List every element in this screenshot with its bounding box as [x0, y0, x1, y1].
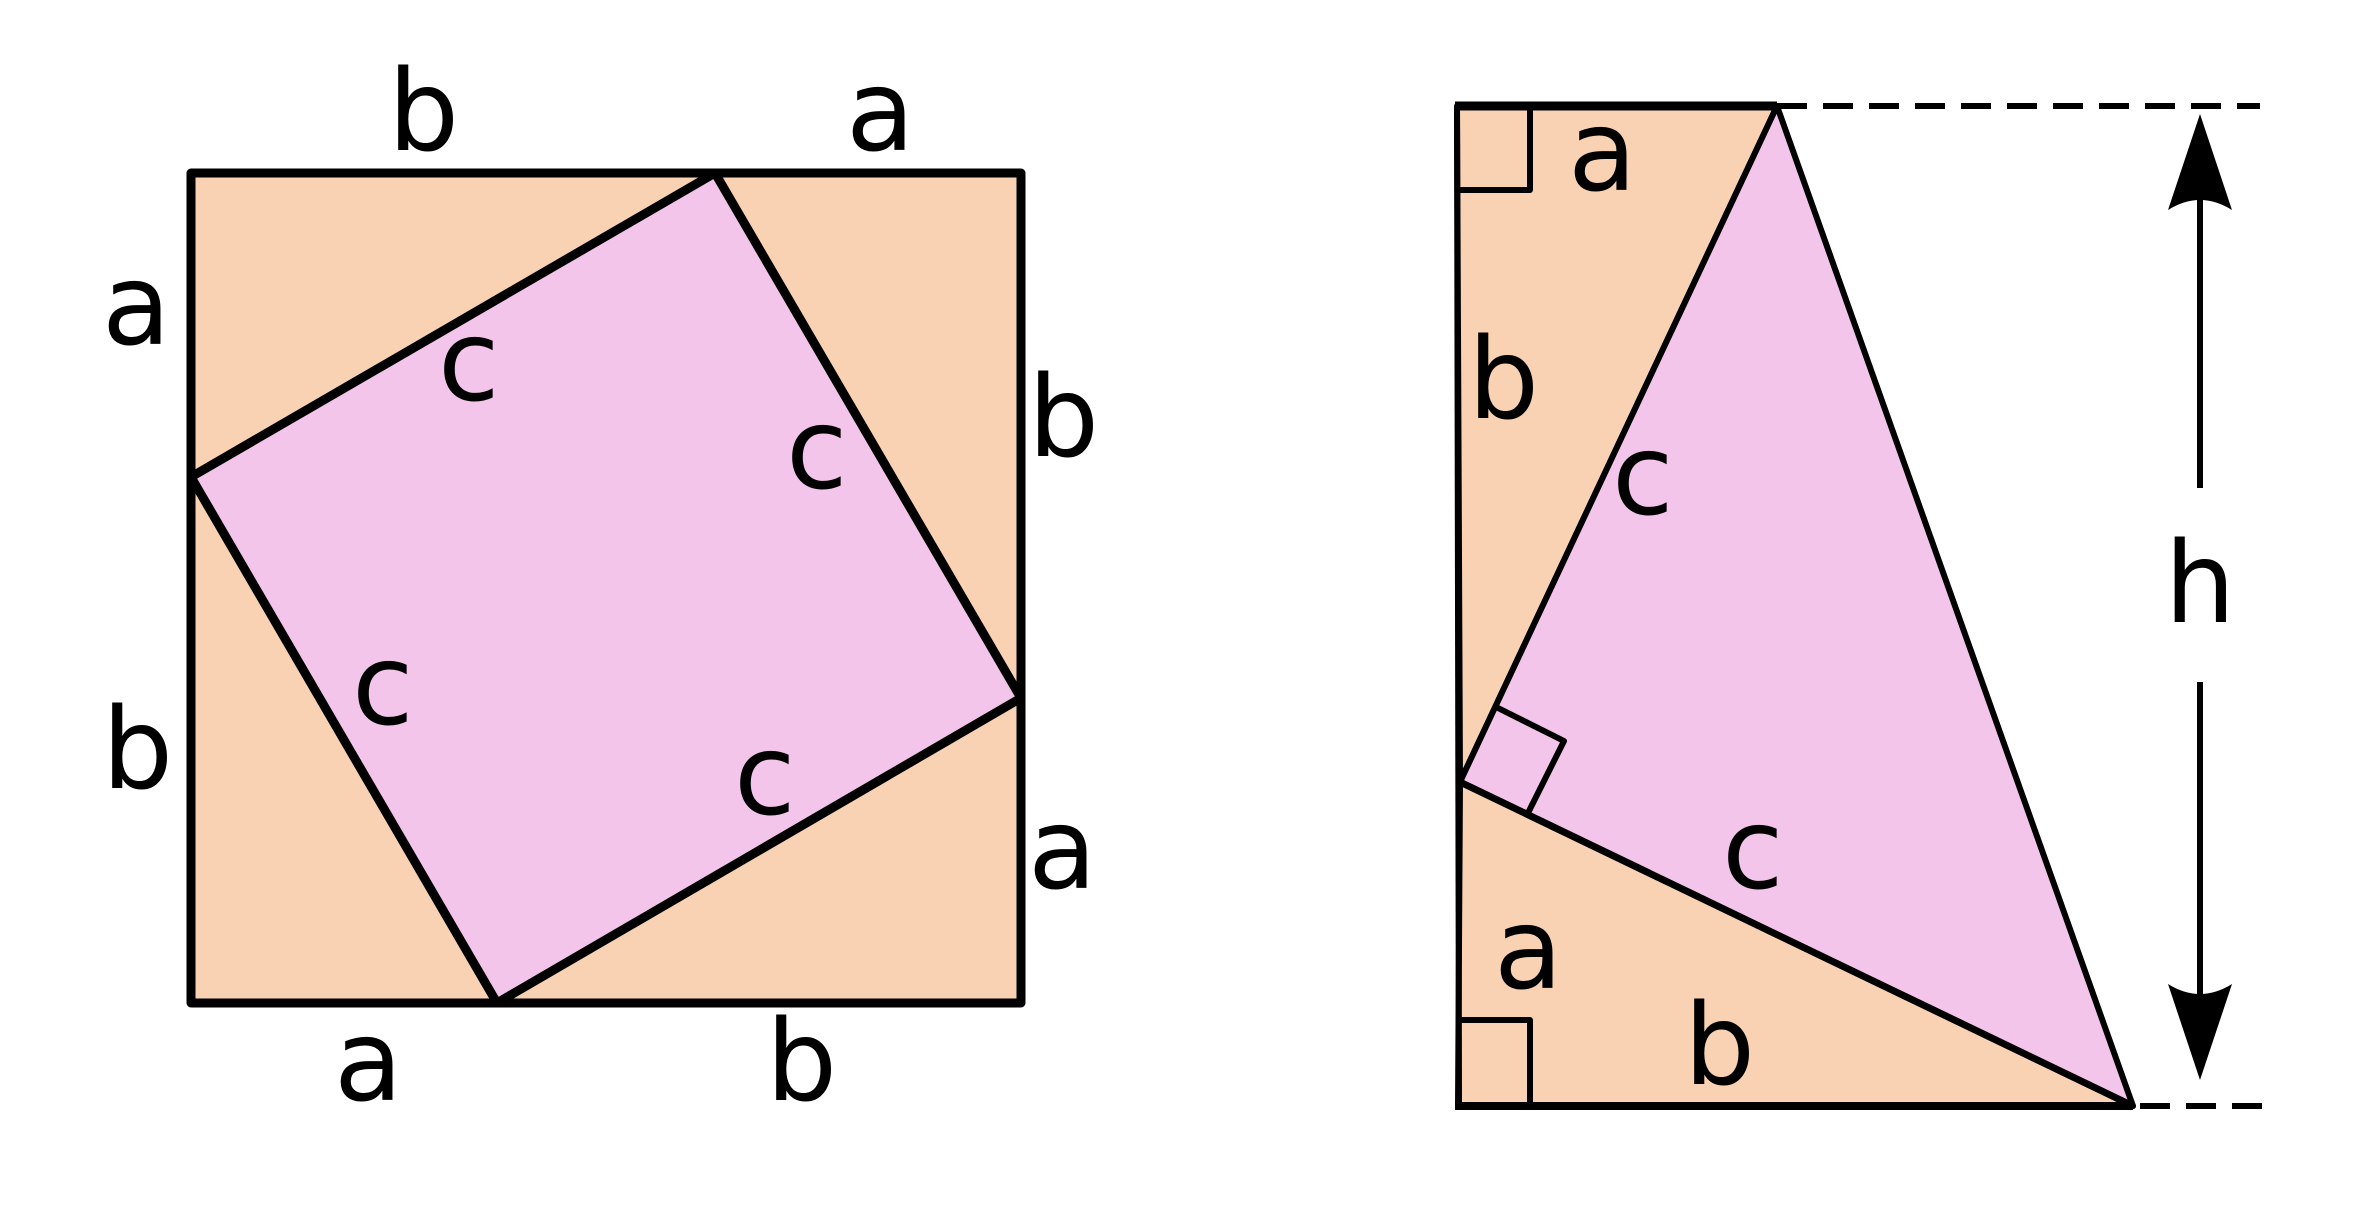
- lower-hypotenuse-edge: [1458, 778, 2135, 1110]
- label-left-b: b: [102, 685, 173, 815]
- right-angle-bottom-marker: [1458, 1017, 1533, 1106]
- right-trapezoid-figure: a b c c a b h: [1454, 87, 2272, 1111]
- label-hyp-c-top: c: [438, 297, 500, 427]
- label-lower-hypotenuse-c: c: [1722, 785, 1784, 915]
- right-angle-top-marker: [1457, 106, 1533, 193]
- label-hyp-c-right: c: [786, 385, 848, 515]
- label-bottom-leg-b: b: [1684, 981, 1755, 1111]
- label-top-b: b: [388, 47, 459, 177]
- left-square-figure: b a a b b a a b c c c c: [102, 47, 1099, 1127]
- label-top-leg-a: a: [1568, 87, 1637, 217]
- arrow-up-icon: [2168, 114, 2232, 210]
- label-bottom-a: a: [334, 997, 403, 1127]
- label-upper-vertical-b: b: [1468, 315, 1539, 445]
- arrow-down-icon: [2168, 984, 2232, 1080]
- label-height-h: h: [2165, 519, 2236, 649]
- label-right-b: b: [1028, 353, 1099, 483]
- right-angle-middle-marker: [1494, 704, 1567, 815]
- left-edge: [1454, 105, 1462, 1107]
- label-left-a: a: [102, 241, 171, 371]
- label-top-a: a: [846, 47, 915, 177]
- inner-square-c: [186, 168, 1026, 1008]
- label-upper-hypotenuse-c: c: [1612, 411, 1674, 541]
- label-right-a: a: [1028, 785, 1097, 915]
- height-arrow: [2168, 114, 2232, 1080]
- label-hyp-c-bottom: c: [734, 711, 796, 841]
- label-bottom-b: b: [766, 997, 837, 1127]
- label-lower-vertical-a: a: [1494, 885, 1563, 1015]
- label-hyp-c-left: c: [352, 621, 414, 751]
